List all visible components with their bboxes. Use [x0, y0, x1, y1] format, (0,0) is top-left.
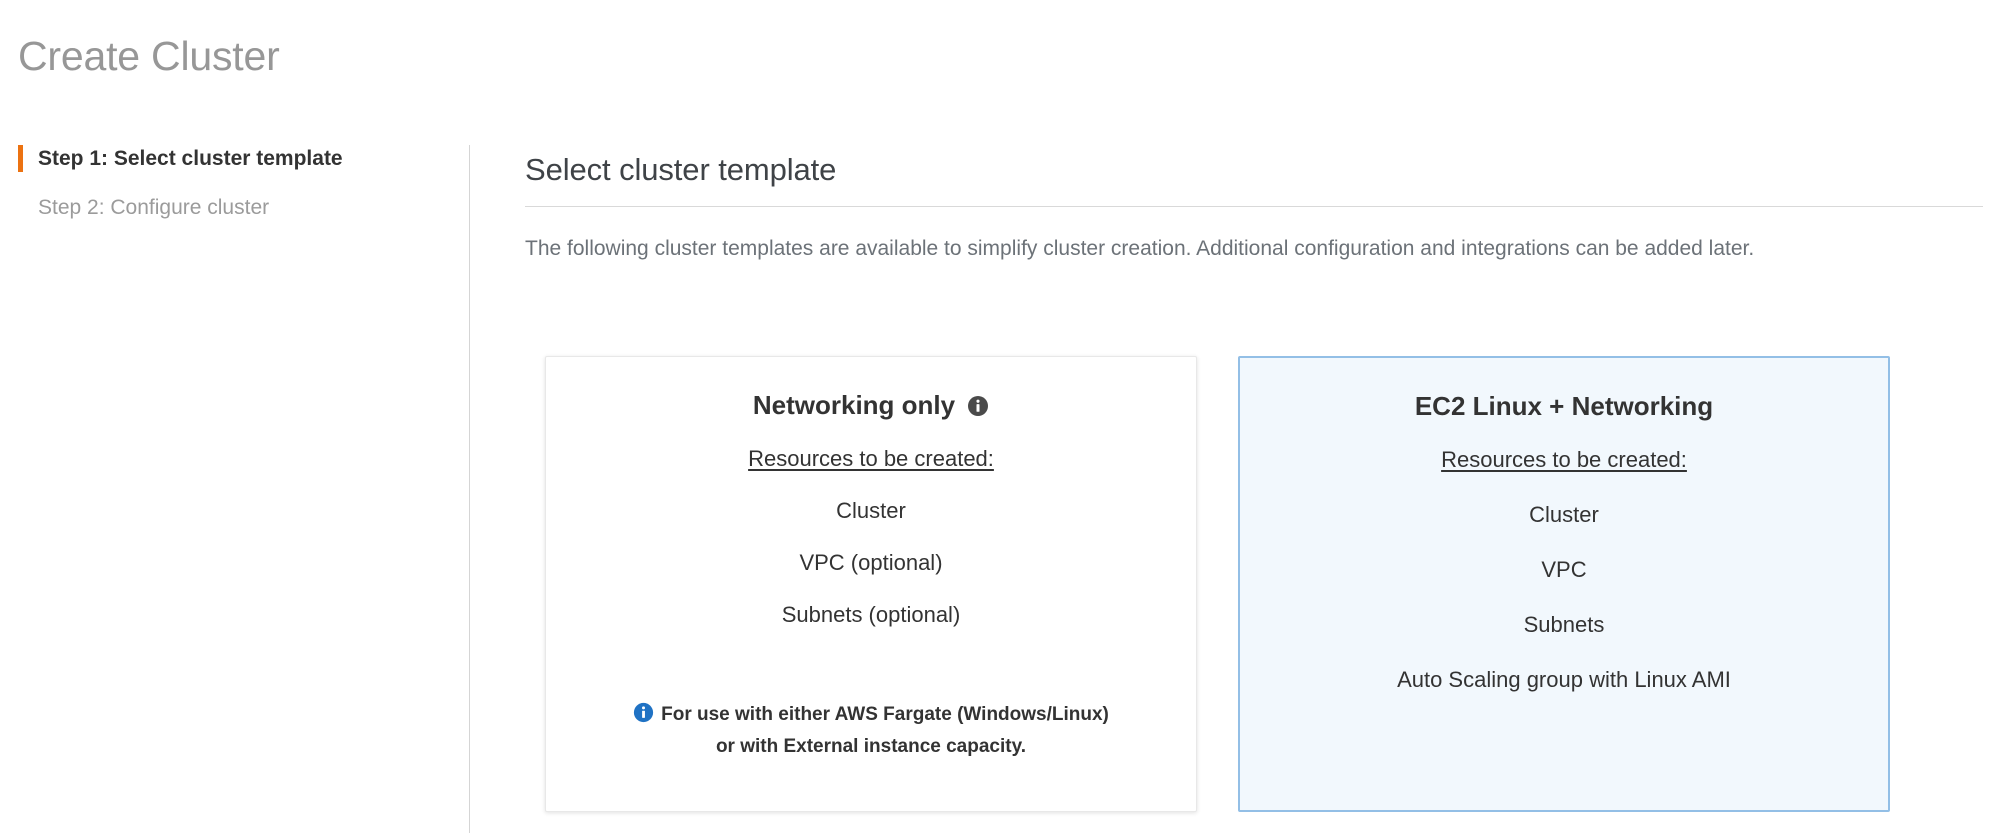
template-card-title: EC2 Linux + Networking: [1415, 384, 1713, 429]
inactive-step-indicator-bar: [18, 194, 23, 221]
template-card-title: Networking only: [753, 383, 989, 428]
page-title: Create Cluster: [18, 33, 280, 79]
resource-item: VPC (optional): [799, 550, 943, 575]
template-card-networking-only[interactable]: Networking only Resources to be created:…: [545, 356, 1197, 812]
sidebar-item-step-1-label: Step 1: Select cluster template: [38, 147, 343, 170]
sidebar-divider: [469, 145, 470, 833]
template-cards-row: Networking only Resources to be created:…: [545, 356, 1890, 812]
sidebar-item-step-1[interactable]: Step 1: Select cluster template: [18, 145, 343, 172]
section-rule: [525, 206, 1983, 207]
active-step-indicator-bar: [18, 145, 23, 172]
info-icon: [633, 702, 654, 723]
resources-to-be-created-label: Resources to be created:: [748, 446, 994, 471]
template-card-title-text: Networking only: [752, 390, 956, 420]
template-card-ec2-linux-networking[interactable]: EC2 Linux + Networking Resources to be c…: [1238, 356, 1890, 812]
sidebar-item-step-2[interactable]: Step 2: Configure cluster: [18, 194, 269, 221]
wizard-sidebar: Step 1: Select cluster template Step 2: …: [0, 145, 470, 833]
info-icon[interactable]: [967, 395, 989, 417]
template-card-note-line-1: For use with either AWS Fargate (Windows…: [661, 704, 1109, 725]
main-content: Select cluster template The following cl…: [525, 150, 1983, 269]
resource-item: Subnets: [1523, 612, 1605, 637]
resource-item: Subnets (optional): [781, 602, 961, 627]
section-description: The following cluster templates are avai…: [525, 237, 1755, 260]
resources-to-be-created-label: Resources to be created:: [1441, 447, 1687, 472]
resource-item: Cluster: [1529, 502, 1599, 527]
template-card-title-text: EC2 Linux + Networking: [1414, 391, 1714, 421]
template-card-note-line-2: or with External instance capacity.: [715, 736, 1027, 757]
resource-item: VPC: [1541, 557, 1587, 582]
section-heading: Select cluster template: [525, 152, 837, 187]
sidebar-item-step-2-label: Step 2: Configure cluster: [38, 196, 270, 219]
resource-item: Cluster: [836, 498, 906, 523]
resource-item: Auto Scaling group with Linux AMI: [1397, 667, 1731, 692]
template-card-note: For use with either AWS Fargate (Windows…: [633, 699, 1109, 763]
